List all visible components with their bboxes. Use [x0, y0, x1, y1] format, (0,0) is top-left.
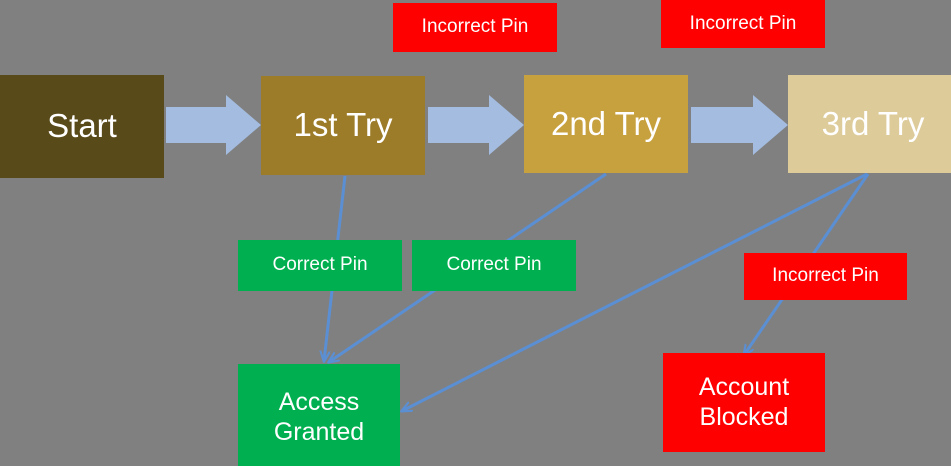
node-3rd-try-label: 3rd Try — [821, 104, 925, 142]
node-1st-try[interactable]: 1st Try — [261, 76, 425, 175]
block-arrow-shape — [691, 95, 788, 155]
block-arrow-2nd-to-3rd-try — [691, 95, 788, 155]
node-start-label: Start — [47, 107, 117, 145]
edge-label-correct-pin-1[interactable]: Correct Pin — [238, 240, 402, 291]
edge-label-text: Incorrect Pin — [772, 265, 879, 287]
edge-label-incorrect-pin-3[interactable]: Incorrect Pin — [744, 253, 907, 300]
node-2nd-try-label: 2nd Try — [550, 104, 662, 142]
edge-label-text: Incorrect Pin — [421, 16, 529, 38]
node-start[interactable]: Start — [0, 75, 164, 178]
block-arrow-start-to-1st-try — [166, 95, 261, 155]
node-3rd-try[interactable]: 3rd Try — [788, 75, 951, 173]
block-arrow-shape — [166, 95, 261, 155]
block-arrow-shape — [428, 95, 524, 155]
edge-label-text: Correct Pin — [272, 254, 368, 276]
edge-label-text: Incorrect Pin — [689, 12, 797, 34]
node-2nd-try[interactable]: 2nd Try — [524, 75, 688, 173]
node-1st-try-label: 1st Try — [293, 106, 393, 144]
edge-label-text: Correct Pin — [446, 254, 542, 276]
edge-label-correct-pin-2[interactable]: Correct Pin — [412, 240, 576, 291]
edge-label-incorrect-pin-2[interactable]: Incorrect Pin — [661, 0, 825, 48]
edge-label-incorrect-pin-1[interactable]: Incorrect Pin — [393, 3, 557, 52]
block-arrow-1st-to-2nd-try — [428, 95, 524, 155]
